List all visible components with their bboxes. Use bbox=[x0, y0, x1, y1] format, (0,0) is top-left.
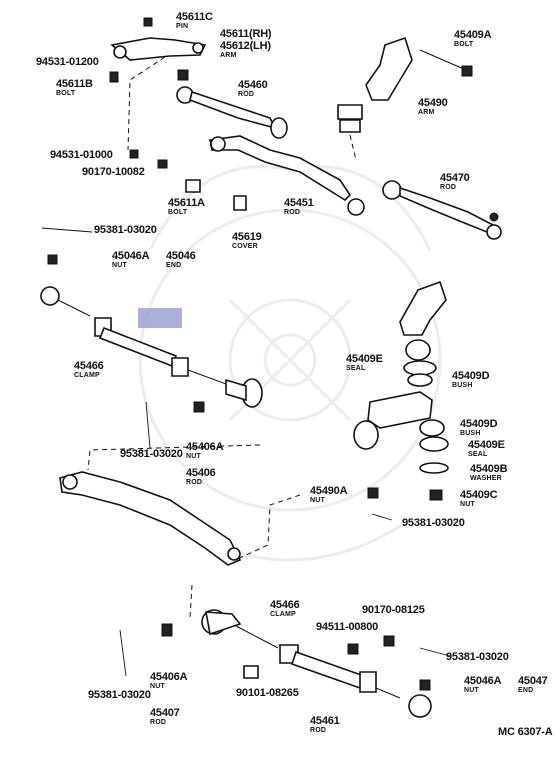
idler-bracket-right bbox=[353, 280, 449, 521]
label-95381-03020-c: 95381-03020 bbox=[402, 517, 465, 529]
label-90170-08125: 90170-08125 bbox=[362, 604, 425, 616]
small-parts-top bbox=[129, 149, 247, 211]
diagram-code: MC 6307-A bbox=[498, 726, 553, 738]
label-90170-10082: 90170-10082 bbox=[82, 166, 145, 178]
rod-45470 bbox=[382, 180, 502, 240]
arm-45611 bbox=[109, 17, 207, 83]
label-45611: 45611(RH) bbox=[220, 28, 272, 40]
rod-45460 bbox=[176, 86, 288, 139]
rod-45451 bbox=[209, 135, 365, 216]
label-94511-00800: 94511-00800 bbox=[316, 621, 379, 633]
arm-45490 bbox=[337, 36, 473, 133]
label-95381-03020-d: 95381-03020 bbox=[446, 651, 509, 663]
highlight-marker bbox=[138, 308, 182, 328]
label-90101-08265: 90101-08265 bbox=[236, 687, 299, 699]
label-45612: 45612(LH)ARM bbox=[220, 40, 271, 60]
label-95381-03020-b: 95381-03020 bbox=[120, 448, 183, 460]
label-94531-01000: 94531-01000 bbox=[50, 149, 113, 161]
label-94531-01200: 94531-01200 bbox=[36, 56, 99, 68]
label-95381-03020-a: 95381-03020 bbox=[94, 224, 157, 236]
assembly-lines bbox=[87, 56, 357, 619]
label-95381-03020-e: 95381-03020 bbox=[88, 689, 151, 701]
tie-rod-left bbox=[40, 227, 263, 449]
relay-rod-center bbox=[59, 471, 242, 566]
tie-rod-bottom bbox=[119, 609, 451, 718]
